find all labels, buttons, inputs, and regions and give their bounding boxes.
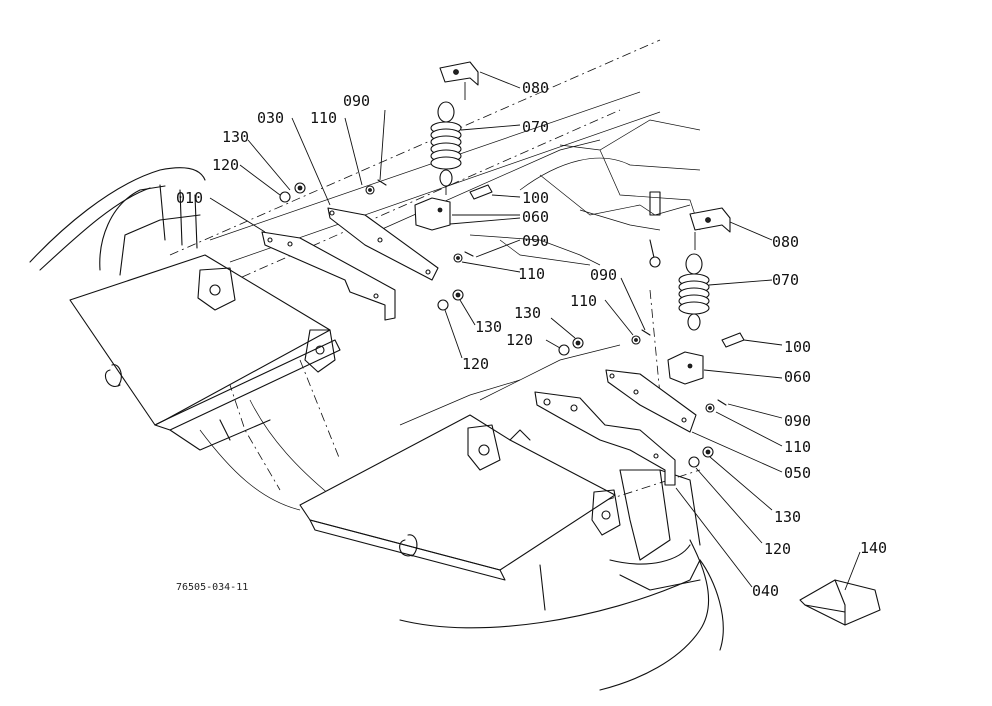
part-label-100-upper: 100 — [522, 189, 549, 207]
part-label-110-top: 110 — [310, 109, 337, 127]
part-label-080-lower: 080 — [772, 233, 799, 251]
bracket-050 — [605, 369, 697, 433]
fasteners-lower-right — [558, 329, 727, 468]
part-label-130-mid: 130 — [475, 318, 502, 336]
part-label-010: 010 — [176, 189, 203, 207]
part-label-120-mid: 120 — [462, 355, 489, 373]
tractor-frame-outline — [29, 91, 701, 511]
part-label-090-lower: 090 — [784, 412, 811, 430]
part-label-130-right: 130 — [514, 304, 541, 322]
lower-spring-assembly — [667, 207, 745, 385]
part-label-090-mid: 090 — [522, 232, 549, 250]
part-label-120-right: 120 — [506, 331, 533, 349]
left-guard-plate — [69, 254, 341, 451]
part-label-050: 050 — [784, 464, 811, 482]
fasteners-upper-left — [279, 179, 474, 311]
part-label-110-mid: 110 — [518, 265, 545, 283]
part-label-100-lower: 100 — [784, 338, 811, 356]
part-label-060-lower: 060 — [784, 368, 811, 386]
part-label-030: 030 — [257, 109, 284, 127]
part-label-110-lower: 110 — [784, 438, 811, 456]
part-label-090-top: 090 — [343, 92, 370, 110]
part-label-070-lower: 070 — [772, 271, 799, 289]
bracket-010 — [261, 231, 396, 321]
part-label-120-lower: 120 — [764, 540, 791, 558]
part-label-130-top: 130 — [222, 128, 249, 146]
drawing-code: 76505-034-11 — [176, 582, 248, 593]
part-number-labels: 080 070 090 110 030 130 120 010 100 060 … — [176, 79, 887, 600]
right-guard-plate — [299, 414, 621, 581]
bracket-040 — [534, 391, 676, 486]
bracket-030 — [327, 207, 439, 281]
part-label-040: 040 — [752, 582, 779, 600]
part-label-060-upper: 060 — [522, 208, 549, 226]
manual-booklet-140 — [799, 579, 881, 626]
part-label-120-top: 120 — [212, 156, 239, 174]
part-label-130-lower: 130 — [774, 508, 801, 526]
part-label-140: 140 — [860, 539, 887, 557]
upper-spring-assembly — [414, 61, 493, 231]
spring-070-lower — [678, 273, 710, 315]
part-label-110-right: 110 — [570, 292, 597, 310]
part-label-090-right: 090 — [590, 266, 617, 284]
part-label-070-upper: 070 — [522, 118, 549, 136]
center-bolt — [649, 191, 661, 268]
leader-lines — [209, 71, 861, 591]
spring-070-upper — [430, 121, 462, 170]
mower-deck-body — [399, 469, 724, 691]
part-label-080-upper: 080 — [522, 79, 549, 97]
